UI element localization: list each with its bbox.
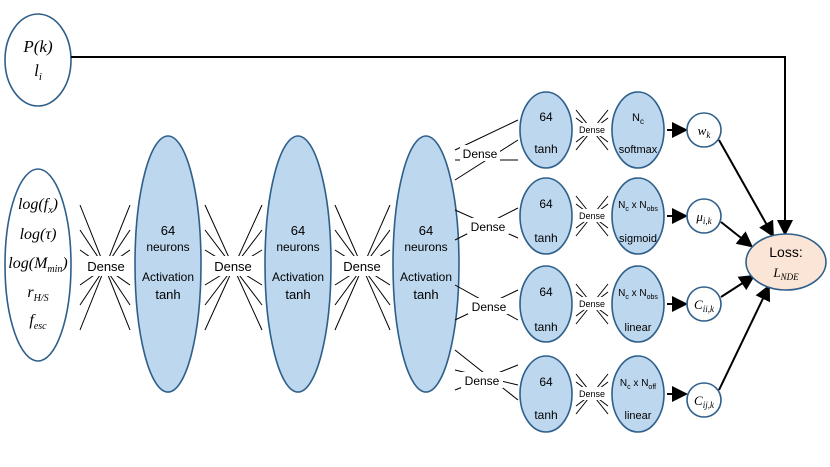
branch-2-hidden-count: 64 [539,197,553,211]
branch-4-hidden-count: 64 [539,375,553,389]
branch-2-inner-dense-label: Dense [579,211,605,221]
branch-4-output-func: linear [625,410,652,422]
branch-3-hidden-count: 64 [539,285,553,299]
branch-3-dense-label: Dense [472,300,507,314]
loss-label: Loss: [769,244,802,260]
dense-connection-2: Dense [204,204,263,331]
branch-1-output-size: Nc [632,112,644,126]
branch-4-dense-label: Dense [465,374,500,388]
input-param-fx: log(fx) [18,196,58,216]
branch-1-hidden-node [519,91,573,169]
hidden-layer-3-activation: Activation [400,270,452,284]
branch-1-result-node [686,112,722,148]
branch-1-dense-label: Dense [463,147,498,161]
input-li-label: li [34,61,42,83]
branch-2-output-node [611,177,665,255]
branch-3-hidden-node [519,265,573,343]
loss-node: Loss: LNDE [745,233,827,291]
input-param-fesc: fesc [29,312,47,332]
dense-label-3: Dense [343,259,381,274]
hidden-layer-3-func: tanh [413,287,438,302]
hidden-layer-3-count: 64 [419,223,433,238]
branch-2-hidden-func: tanh [534,231,557,245]
branch-2: 64 tanh Dense Nc x Nobs sigmoid μi,k [519,177,754,255]
input-pk-node [4,13,72,107]
branch-dense-connections: Dense Dense Dense Dense [454,119,519,401]
dense-label-1: Dense [87,259,125,274]
branch-3-inner-dense-label: Dense [579,299,605,309]
input-pk-label: P(k) [22,37,53,56]
branch-4-hidden-func: tanh [534,408,557,422]
skip-connection-arrow [71,56,793,236]
branch-2-dense-label: Dense [471,220,506,234]
branch-3-output-node [611,265,665,343]
dense-connection-3: Dense [334,204,391,331]
hidden-layer-2-neurons: neurons [276,240,319,254]
dense-label-2: Dense [214,259,252,274]
branch-4-inner-dense-label: Dense [579,389,605,399]
hidden-layer-1-count: 64 [161,223,175,238]
branch-3-output-func: linear [625,322,652,334]
hidden-layer-2: 64 neurons Activation tanh [264,135,332,393]
input-param-tau: log(τ) [20,226,57,243]
branch-3: 64 tanh Dense Nc x Nobs linear Cii,k [519,265,756,343]
branch-2-hidden-node [519,177,573,255]
input-params-node [4,168,72,362]
branch-1-output-func: softmax [619,144,658,156]
branch-2-result-node [686,198,722,234]
branch-4-output-node [611,355,665,433]
hidden-layer-1-activation: Activation [142,270,194,284]
branch-4: 64 tanh Dense Nc x Noff linear Cij,k [519,284,771,433]
hidden-layer-2-func: tanh [285,287,310,302]
hidden-layer-1: 64 neurons Activation tanh [134,135,202,393]
branch-1-output-node [611,91,665,169]
branch-4-hidden-node [519,355,573,433]
branch-3-result-node [686,286,722,322]
branch-1-hidden-func: tanh [534,142,557,156]
branch-2-output-func: sigmoid [619,233,657,245]
branch-4-result-node [686,382,722,418]
branch-1-inner-dense-label: Dense [579,125,605,135]
branch-1-hidden-count: 64 [539,110,553,124]
hidden-layer-1-func: tanh [155,287,180,302]
hidden-layer-1-neurons: neurons [146,240,189,254]
input-param-rhs: rH/S [27,284,48,304]
branch-3-hidden-func: tanh [534,320,557,334]
dense-connection-1: Dense [79,204,131,331]
hidden-layer-3-neurons: neurons [404,240,447,254]
hidden-layer-2-count: 64 [291,223,305,238]
hidden-layer-3: 64 neurons Activation tanh [392,135,460,393]
hidden-layer-2-activation: Activation [272,270,324,284]
branch-1: 64 tanh Dense Nc softmax wk [519,91,774,238]
